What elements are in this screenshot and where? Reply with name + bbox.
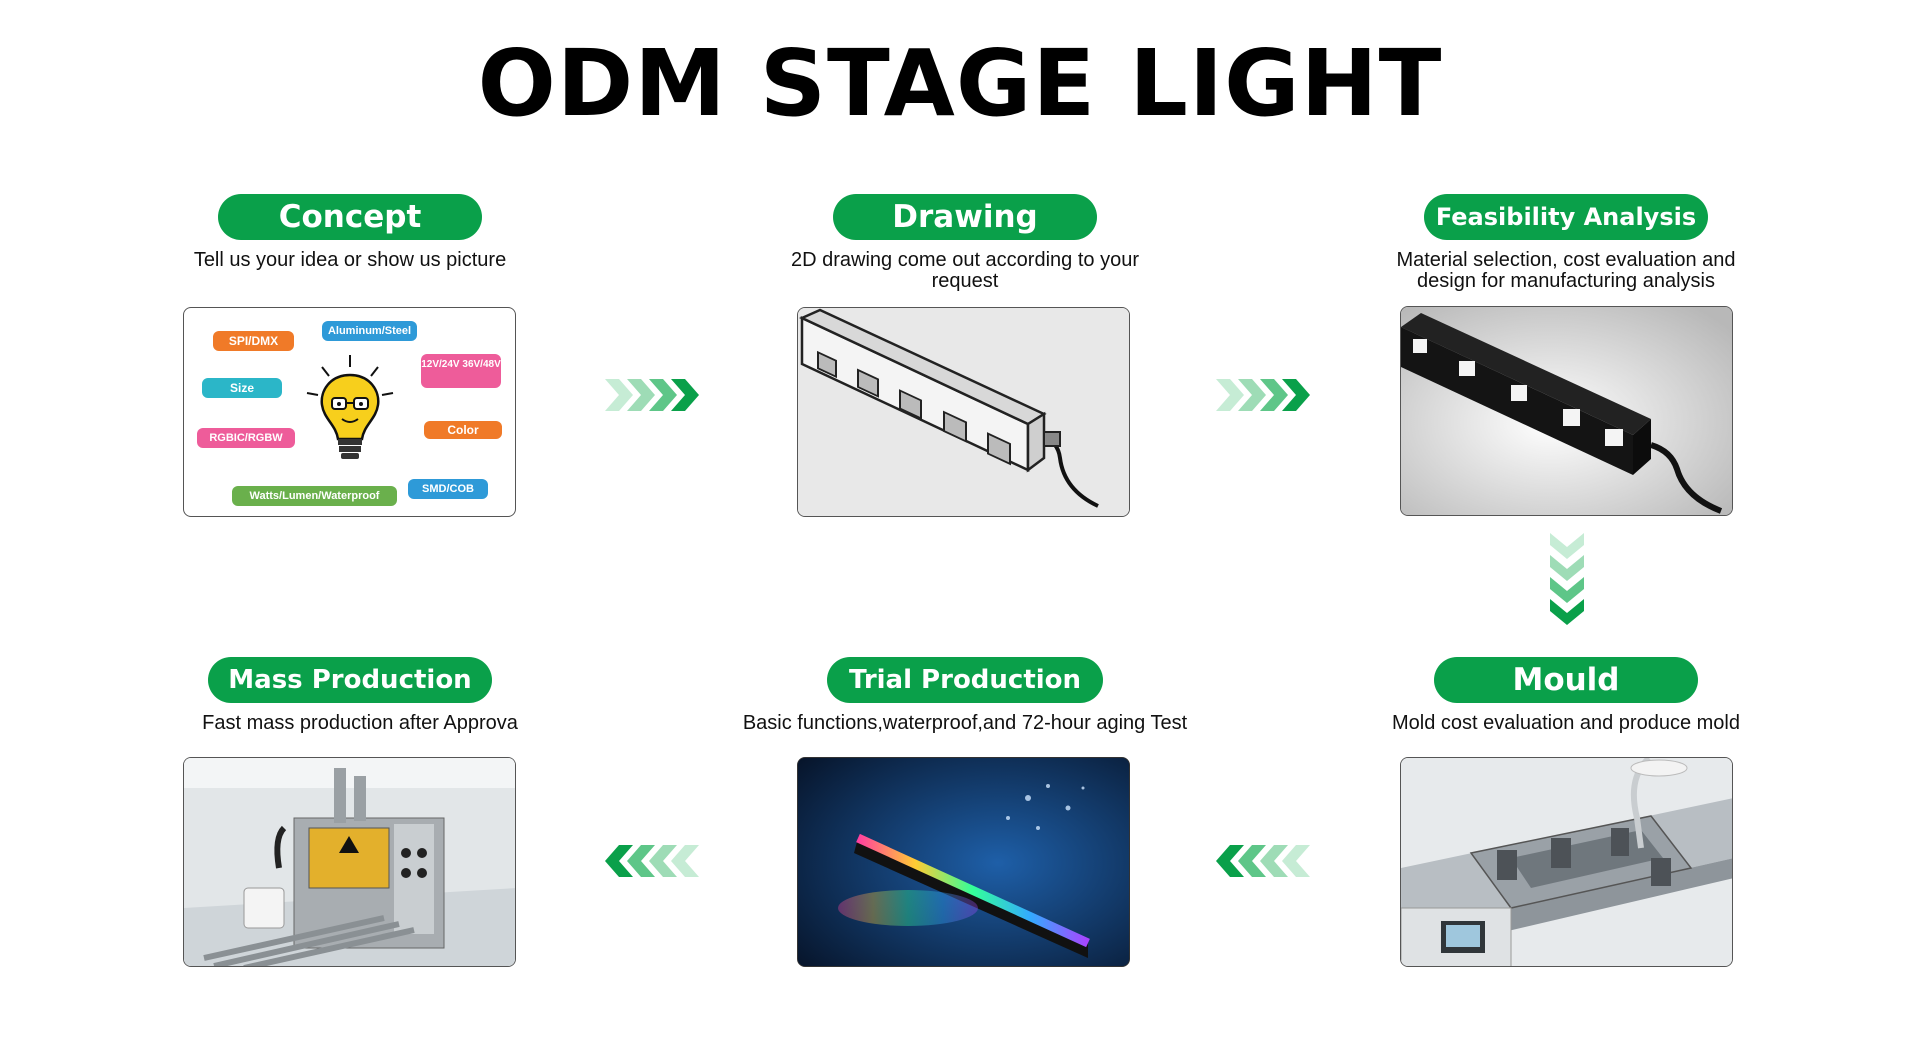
drawing-image bbox=[797, 307, 1130, 517]
step-label: Drawing bbox=[833, 194, 1097, 240]
chevrons-left-icon bbox=[1216, 845, 1310, 877]
step-description: 2D drawing come out according to your re… bbox=[791, 249, 1139, 292]
tag-smd-cob: SMD/COB bbox=[408, 479, 488, 499]
step-label: Mould bbox=[1434, 657, 1698, 703]
tag-size: Size bbox=[202, 378, 282, 398]
page-title: ODM STAGE LIGHT bbox=[477, 30, 1443, 137]
chevrons-down-icon bbox=[1550, 533, 1584, 625]
step-label: Trial Production bbox=[826, 657, 1104, 703]
tag-rgbic-rgbw: RGBIC/RGBW bbox=[197, 428, 295, 448]
step-description: Fast mass production after Approva bbox=[202, 712, 518, 734]
step-description: Mold cost evaluation and produce mold bbox=[1392, 712, 1740, 734]
chevrons-right-icon bbox=[605, 379, 699, 411]
trial-production-image bbox=[797, 757, 1130, 967]
step-label: Feasibility Analysis bbox=[1423, 194, 1709, 240]
tag-spi-dmx: SPI/DMX bbox=[213, 331, 294, 351]
step-description: Basic functions,waterproof,and 72-hour a… bbox=[742, 712, 1188, 734]
tag-aluminum-steel: Aluminum/Steel bbox=[322, 321, 417, 341]
step-trial-production: Trial Production Basic functions,waterpr… bbox=[743, 657, 1187, 734]
tag-color: Color bbox=[424, 421, 502, 439]
tag-voltage: 12V/24V 36V/48V bbox=[421, 354, 501, 388]
mould-image bbox=[1400, 757, 1733, 967]
lightbulb-icon bbox=[306, 355, 394, 459]
tag-watts-lumen-waterproof: Watts/Lumen/Waterproof bbox=[232, 486, 397, 506]
concept-card: SPI/DMX Aluminum/Steel 12V/24V 36V/48V S… bbox=[183, 307, 516, 517]
mass-production-image bbox=[183, 757, 516, 967]
step-label: Concept bbox=[218, 194, 482, 240]
step-description: Tell us your idea or show us picture bbox=[193, 249, 507, 271]
step-drawing: Drawing 2D drawing come out according to… bbox=[765, 194, 1165, 292]
chevrons-left-icon bbox=[605, 845, 699, 877]
step-mould: Mould Mold cost evaluation and produce m… bbox=[1366, 657, 1766, 734]
step-feasibility-analysis: Feasibility Analysis Material selection,… bbox=[1366, 194, 1766, 292]
step-description: Material selection, cost evaluation and … bbox=[1396, 249, 1736, 292]
step-label: Mass Production bbox=[208, 657, 492, 703]
step-mass-production: Mass Production Fast mass production aft… bbox=[150, 657, 550, 734]
step-concept: Concept Tell us your idea or show us pic… bbox=[150, 194, 550, 271]
chevrons-right-icon bbox=[1216, 379, 1310, 411]
feasibility-image bbox=[1400, 306, 1733, 516]
